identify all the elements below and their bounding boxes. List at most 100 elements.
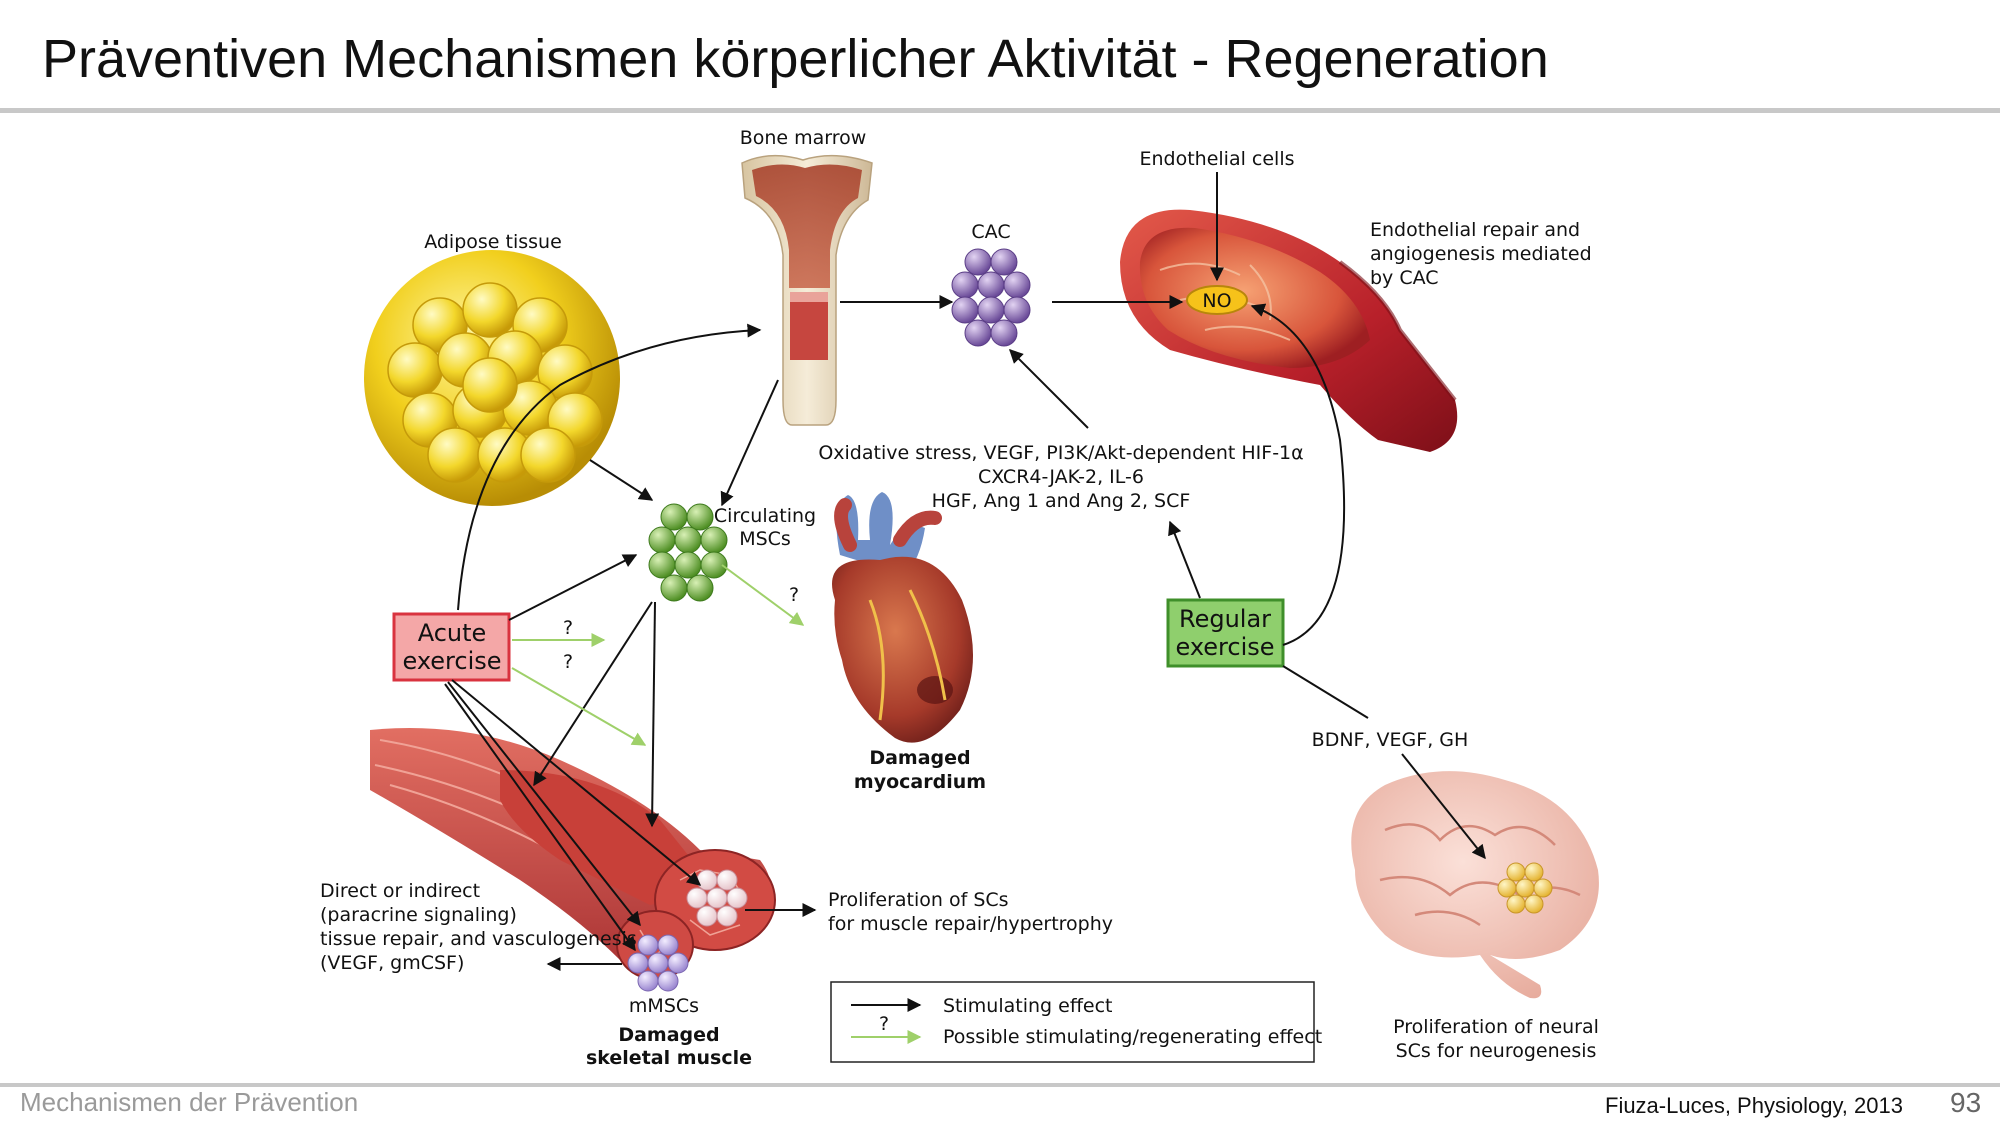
neural-cell-3 — [1497, 878, 1517, 898]
muscle-sc-cell-1 — [696, 869, 718, 891]
muscle-sc-cell-6 — [696, 905, 718, 927]
cac-cell-9 — [964, 319, 992, 347]
neural-cell-4 — [1515, 878, 1535, 898]
regular-exercise-line-1: Regular — [1179, 605, 1271, 633]
fat-cell-2 — [462, 282, 518, 338]
muscle-sc-cell-5 — [726, 887, 748, 909]
cac-cell-10 — [990, 319, 1018, 347]
muscle-sc-line-2: for muscle repair/hypertrophy — [828, 913, 1113, 935]
mmsc-cell-cluster — [627, 934, 689, 992]
regular-exercise-box: Regular exercise — [1166, 598, 1285, 668]
cac-cell-2 — [990, 248, 1018, 276]
arrow-acute-to-sc — [451, 679, 702, 886]
neural-cell-5 — [1533, 878, 1553, 898]
msc-cell-7 — [674, 551, 702, 579]
arrows — [444, 172, 1486, 971]
neural-sc-line-1: Proliferation of neural — [1393, 1016, 1599, 1038]
msc-cell-6 — [648, 551, 676, 579]
mediators-line-3: HGF, Ang 1 and Ang 2, SCF — [932, 490, 1191, 512]
slide-title: Präventiven Mechanismen körperlicher Akt… — [42, 29, 1549, 89]
endothelial-repair-line-2: angiogenesis mediated — [1370, 243, 1592, 265]
circulating-mscs-line-1: Circulating — [714, 505, 816, 527]
cac-cell-1 — [964, 248, 992, 276]
footer-citation: Fiuza-Luces, Physiology, 2013 — [1605, 1093, 1903, 1118]
damaged-skeletal-muscle-line-1: Damaged — [618, 1024, 719, 1046]
mmsc-cell-6 — [637, 970, 659, 992]
arrow-mediators-to-cac — [1009, 349, 1089, 429]
cac-cell-4 — [977, 271, 1005, 299]
damaged-myocardium-line-1: Damaged — [869, 747, 970, 769]
damaged-skeletal-muscle-line-2: skeletal muscle — [586, 1047, 752, 1069]
footer-divider — [0, 1083, 2000, 1087]
cac-cell-cluster — [951, 248, 1031, 347]
arrow-regular-to-brain-factors — [1282, 665, 1369, 719]
neural-stem-cell-cluster — [1497, 862, 1553, 914]
arrow-regular-to-mediators — [1168, 520, 1201, 599]
muscle-sc-cell-3 — [686, 887, 708, 909]
mmsc-cell-5 — [667, 952, 689, 974]
acute-exercise-box: Acute exercise — [392, 612, 511, 682]
endothelial-repair-line-1: Endothelial repair and — [1370, 219, 1580, 241]
footer-section-title: Mechanismen der Prävention — [20, 1087, 359, 1117]
mediators-line-2: CXCR4-JAK-2, IL-6 — [978, 466, 1144, 488]
msc-cell-8 — [700, 551, 728, 579]
arrow-acute-to-msc — [508, 554, 638, 621]
mediators-line-1: Oxidative stress, VEGF, PI3K/Akt-depende… — [818, 442, 1303, 464]
cac-cell-7 — [977, 296, 1005, 324]
question-mark-1: ? — [563, 617, 573, 639]
arrow-acute-possible-2 — [511, 667, 647, 746]
acute-exercise-line-1: Acute — [418, 619, 487, 647]
msc-cell-3 — [648, 526, 676, 554]
msc-cell-5 — [700, 526, 728, 554]
legend-possible-label: Possible stimulating/regenerating effect — [943, 1026, 1322, 1048]
arrow-msc-to-muscle-right — [645, 601, 660, 828]
damaged-myocardium-line-2: myocardium — [854, 771, 986, 793]
acute-exercise-line-2: exercise — [402, 647, 501, 675]
blood-vessel-illustration — [1120, 209, 1458, 452]
no-label: NO — [1202, 290, 1231, 312]
regular-exercise-line-2: exercise — [1175, 633, 1274, 661]
paracrine-line-4: (VEGF, gmCSF) — [320, 952, 464, 974]
fat-cell-4 — [387, 342, 443, 398]
muscle-sc-cell-4 — [706, 887, 728, 909]
no-marker — [1186, 285, 1248, 315]
legend: Stimulating effect ? Possible stimulatin… — [830, 981, 1322, 1063]
neural-cell-2 — [1524, 862, 1544, 882]
question-mark-2: ? — [563, 651, 573, 673]
adipose-tissue-label: Adipose tissue — [424, 231, 562, 253]
title-divider — [0, 108, 2000, 113]
arrow-acute-to-bone — [457, 323, 762, 611]
brain-illustration — [1351, 771, 1599, 999]
endothelial-repair-line-3: by CAC — [1370, 267, 1439, 289]
arrow-acute-to-mmsc — [447, 681, 641, 927]
paracrine-line-2: (paracrine signaling) — [320, 904, 517, 926]
arrow-msc-to-muscle-left — [533, 601, 653, 787]
legend-stimulating-label: Stimulating effect — [943, 995, 1113, 1017]
msc-cell-2 — [686, 503, 714, 531]
fat-cell-15 — [462, 357, 518, 413]
arrow-brain-factors-to-brain — [1401, 753, 1486, 860]
msc-cell-9 — [660, 574, 688, 602]
msc-cell-1 — [660, 503, 688, 531]
endothelial-cells-label: Endothelial cells — [1139, 148, 1294, 170]
question-mark-3: ? — [789, 584, 799, 606]
arrow-msc-to-heart-possible — [721, 564, 805, 626]
brain-factors-label: BDNF, VEGF, GH — [1312, 729, 1469, 751]
cac-cell-5 — [1003, 271, 1031, 299]
arrow-acute-to-mmsc-2 — [444, 683, 636, 952]
msc-cell-4 — [674, 526, 702, 554]
neural-cell-1 — [1506, 862, 1526, 882]
msc-cell-10 — [686, 574, 714, 602]
fat-cell-12 — [427, 427, 483, 483]
mmsc-cell-1 — [637, 934, 659, 956]
page-number: 93 — [1950, 1087, 1982, 1118]
mmsc-cell-3 — [627, 952, 649, 974]
muscle-sc-cell-2 — [716, 869, 738, 891]
cac-cell-3 — [951, 271, 979, 299]
neural-cell-6 — [1506, 894, 1526, 914]
bone-marrow-label: Bone marrow — [740, 127, 867, 149]
paracrine-line-1: Direct or indirect — [320, 880, 480, 902]
bone-marrow-illustration — [741, 154, 873, 426]
adipose-tissue-illustration — [364, 250, 620, 506]
neural-cell-7 — [1524, 894, 1544, 914]
